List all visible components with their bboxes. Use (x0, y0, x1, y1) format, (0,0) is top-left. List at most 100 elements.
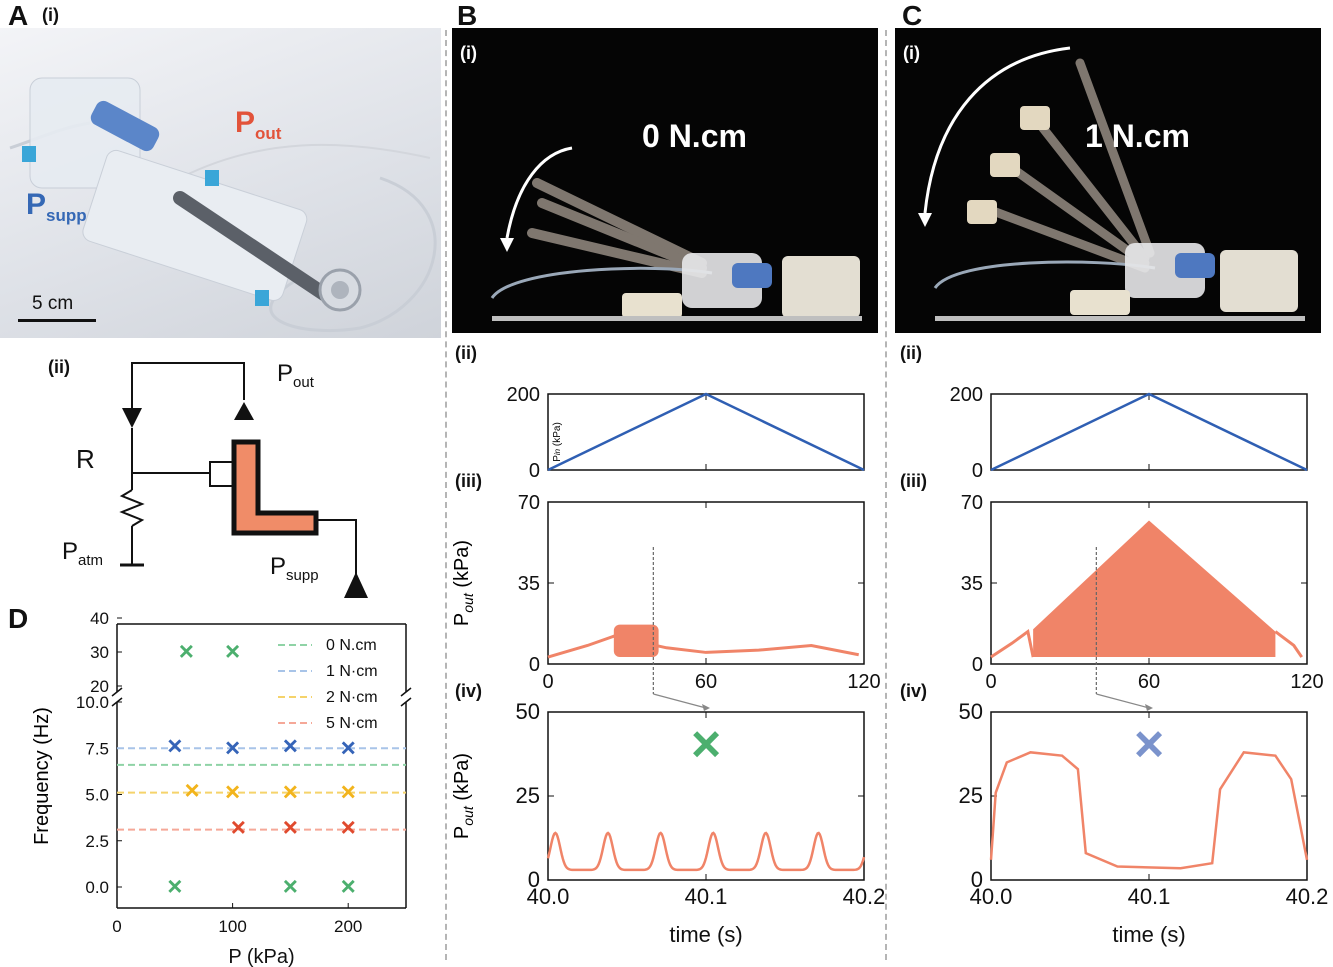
panel-c-i-label: (i) (903, 43, 920, 63)
scatter-point: × (167, 871, 182, 901)
photo-p-out-label: Pout (235, 106, 282, 143)
circuit-arrow-up (234, 402, 254, 420)
output-pressure-tail (1274, 630, 1303, 658)
y-axis-label: Pin (kPa) (552, 422, 563, 462)
legend-label: 1 N·cm (326, 663, 378, 680)
oscillation-band (613, 624, 659, 658)
panel-letter-b: B (457, 0, 478, 31)
legend-label: 0 N.cm (326, 637, 377, 654)
input-pressure-line (990, 392, 1308, 472)
y-tick-label: 200 (507, 384, 540, 406)
panel-b-iii-label: (iii) (455, 471, 482, 491)
pneumatic-circuit-diagram (119, 362, 368, 598)
divider-right (885, 30, 887, 960)
y-tick-label: 70 (961, 492, 983, 514)
x-tick-label: 0 (985, 671, 996, 693)
x-tick-label: 40.0 (970, 884, 1013, 909)
zoomed-pressure-trace (546, 831, 866, 872)
x-tick-label: 0 (112, 917, 121, 936)
x-tick-label: 0 (542, 671, 553, 693)
x-axis-label: time (s) (669, 922, 742, 947)
input-pressure-line (547, 392, 865, 472)
panel-letter-a: A (8, 0, 29, 31)
scatter-point: × (179, 636, 194, 666)
circuit-r-label: R (76, 444, 95, 474)
outcome-marker: × (1134, 716, 1164, 774)
resistor-symbol (119, 489, 145, 527)
outcome-marker: × (691, 716, 721, 774)
scatter-point: × (341, 777, 356, 807)
scatter-point: × (283, 871, 298, 901)
y-tick-label: 30 (90, 643, 109, 662)
valve-block (231, 439, 319, 536)
y-tick-label: 5.0 (85, 786, 109, 805)
scatter-point: × (341, 871, 356, 901)
y-tick-label: 70 (518, 492, 540, 514)
panel-a-i-label: (i) (42, 5, 59, 25)
panel-b-i-label: (i) (460, 43, 477, 63)
scatter-point: × (225, 777, 240, 807)
y-tick-label: 2.5 (85, 832, 109, 851)
panel-a-ii-label: (ii) (48, 357, 70, 377)
output-pressure-trace (547, 634, 860, 659)
y-axis-label: Pout (kPa) (451, 753, 476, 839)
y-tick-label: 35 (518, 573, 540, 595)
x-tick-label: 40.0 (527, 884, 570, 909)
scatter-point: × (231, 812, 246, 842)
scatter-point: × (283, 730, 298, 760)
scatter-point: × (185, 775, 200, 805)
axis-break-mark (400, 687, 412, 697)
plot-frame (990, 393, 1308, 471)
y-tick-label: 50 (516, 699, 540, 724)
scatter-point: × (283, 777, 298, 807)
scale-bar-label: 5 cm (32, 293, 74, 314)
y-tick-label: 50 (959, 699, 983, 724)
axis-break-mark (400, 697, 412, 707)
x-tick-label: 40.2 (843, 884, 886, 909)
y-tick-label: 25 (959, 783, 983, 808)
panel-c-iii-label: (iii) (900, 471, 927, 491)
divider-left (445, 30, 447, 960)
device-illustration (9, 77, 437, 332)
panel-letter-c: C (902, 0, 923, 31)
panel-a-device-photo: Pout Psupp 5 cm (0, 28, 441, 338)
panel-c-ii-label: (ii) (900, 343, 922, 363)
oscillation-envelope (1033, 520, 1276, 658)
legend-label: 2 N·cm (326, 689, 378, 706)
y-tick-label: 10.0 (76, 693, 109, 712)
y-tick-label: 35 (961, 573, 983, 595)
y-axis-label: Pout (kPa) (451, 540, 476, 626)
zoom-connector (653, 693, 707, 709)
x-axis-label: time (s) (1112, 922, 1185, 947)
panel-b-ii-label: (ii) (455, 343, 477, 363)
y-tick-label: 200 (950, 384, 983, 406)
x-tick-label: 120 (847, 671, 880, 693)
scatter-point: × (341, 732, 356, 762)
plot-frame (547, 501, 865, 665)
plot-frame (547, 393, 865, 471)
zoom-connector-arrow (702, 704, 710, 711)
y-tick-label: 20 (90, 677, 109, 696)
supply-arrow (344, 572, 368, 598)
circuit-p-atm-label: Patm (62, 538, 104, 569)
panel-c-torque-label: 1 N.cm (1085, 118, 1190, 154)
panel-b-torque-label: 0 N.cm (642, 118, 747, 154)
x-tick-label: 40.1 (685, 884, 728, 909)
x-tick-label: 100 (218, 917, 246, 936)
zoomed-pressure-trace (989, 750, 1309, 870)
axis-break-mark (111, 687, 123, 697)
y-tick-label: 7.5 (85, 739, 109, 758)
panel-letter-d: D (8, 603, 29, 634)
photo-p-supp-label: Psupp (26, 188, 87, 225)
circuit-arrow-down (122, 408, 142, 428)
panel-b-motion-photo: (i) 0 N.cm (452, 28, 878, 333)
scatter-point: × (225, 732, 240, 762)
scale-bar (18, 319, 96, 322)
zoom-connector-arrow (1145, 704, 1153, 711)
